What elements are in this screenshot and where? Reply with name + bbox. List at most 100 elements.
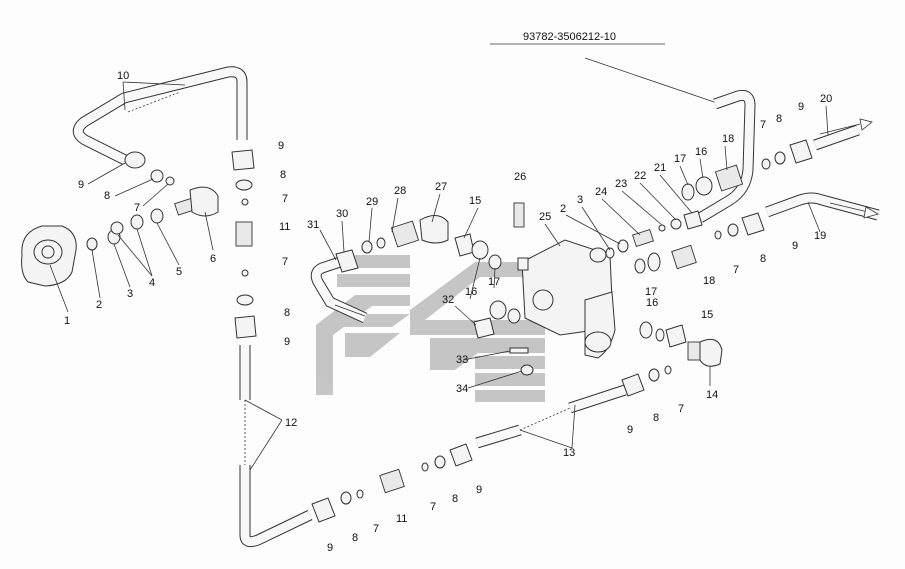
- part-8-sleeve-b2: [434, 455, 446, 469]
- callout-8-b2: 8: [452, 493, 458, 505]
- part-11-union-bottom: [379, 468, 405, 494]
- callout-9-b3: 9: [627, 424, 633, 436]
- title-leader-line: [584, 57, 721, 105]
- pipe-10: [72, 66, 248, 165]
- part-5-washer: [150, 208, 164, 224]
- callout-25: 25: [539, 211, 551, 223]
- part-16-seal-mid: [647, 252, 661, 272]
- callout-23: 23: [615, 178, 627, 190]
- callout-7-left: 7: [134, 202, 140, 214]
- callout-33: 33: [456, 354, 468, 366]
- callout-8-right: 8: [760, 253, 766, 265]
- part-7-ring-bottom: [356, 489, 364, 499]
- callout-11-col: 11: [279, 221, 290, 233]
- callout-9-left: 9: [78, 179, 84, 191]
- part-16-seal-low: [639, 321, 653, 339]
- part-7-ring-mid: [241, 269, 249, 277]
- part-27-thread: [390, 220, 420, 248]
- callout-19: 19: [814, 230, 826, 242]
- part-8-sleeve-left: [150, 169, 164, 183]
- part-26-bolt: [513, 202, 525, 228]
- callout-11-bottom: 11: [396, 513, 407, 525]
- callout-9-b2: 9: [476, 484, 482, 496]
- callout-28: 28: [394, 185, 406, 197]
- callout-7-col-mid: 7: [282, 256, 288, 268]
- part-21-nut: [683, 210, 703, 230]
- center-left-fittings: [335, 215, 534, 376]
- callout-7-col-top: 7: [282, 193, 288, 205]
- part-18-fitting-top: [714, 164, 744, 192]
- callout-17-low: 17: [645, 286, 657, 298]
- pipe-31: [310, 256, 368, 324]
- part-2-washer-right: [617, 239, 629, 253]
- callout-32: 32: [442, 294, 454, 306]
- part-34-nut: [520, 364, 534, 376]
- dashed-connections: [127, 91, 571, 465]
- part-4-nut-a: [110, 221, 124, 235]
- part-8-sleeve-r: [727, 223, 739, 237]
- callout-1: 1: [64, 315, 70, 327]
- part-9-nut-left: [124, 151, 146, 169]
- callout-9-right: 9: [792, 240, 798, 252]
- part-23-ring: [658, 224, 666, 232]
- callout-labels: 1 2 3 4 5 6 7 7 7 7 7 7 7 7 8 8 8 8 8 8 …: [64, 70, 832, 554]
- pipe-13: [475, 384, 627, 449]
- part-27-elbow: [419, 215, 449, 244]
- callout-24: 24: [595, 186, 607, 198]
- callout-16-top: 16: [695, 146, 707, 158]
- part-17-seal-mid: [634, 258, 646, 274]
- callout-8-left: 8: [104, 190, 110, 202]
- part-22-sleeve: [670, 218, 682, 230]
- part-15-plug-low: [665, 324, 687, 348]
- callout-7-right: 7: [733, 264, 739, 276]
- pipe-20: [813, 124, 860, 151]
- callout-7-b2: 7: [430, 501, 436, 513]
- part-16-seal-a: [471, 240, 489, 260]
- part-11-union-top: [235, 221, 253, 247]
- part-8-sleeve-mid: [236, 294, 254, 306]
- part-9-nut-top: [231, 149, 255, 171]
- callout-29: 29: [366, 196, 378, 208]
- part-17-seal-top: [681, 183, 695, 201]
- part-7-ring-tr: [761, 158, 771, 170]
- callout-31: 31: [307, 219, 319, 231]
- bottom-row-parts: [311, 365, 672, 523]
- callout-leaders-right: [341, 105, 829, 389]
- part-7-ring-b2: [421, 462, 429, 472]
- callout-3-right: 3: [577, 194, 583, 206]
- part-16-seal-top: [695, 176, 713, 196]
- part-8-sleeve-top: [235, 179, 253, 191]
- pipe-19: [765, 192, 880, 221]
- callout-7-b3: 7: [678, 403, 684, 415]
- callout-17-top: 17: [674, 153, 686, 165]
- pipe-12: [239, 345, 313, 548]
- pipe-upper-right: [697, 89, 756, 223]
- callout-7-top-right: 7: [760, 119, 766, 131]
- callout-18-top: 18: [722, 133, 734, 145]
- callout-2-right: 2: [560, 203, 566, 215]
- part-3-washer-right: [605, 247, 615, 259]
- part-9-nut-bottom: [311, 497, 336, 523]
- part-7-ring-top: [241, 198, 249, 206]
- callout-16-left: 16: [465, 286, 477, 298]
- callout-22: 22: [634, 170, 646, 182]
- part-9-nut-b3: [621, 373, 645, 397]
- center-right-fittings: [605, 139, 813, 367]
- callout-12: 12: [285, 417, 297, 429]
- part-7-ring-b3: [664, 365, 672, 375]
- callout-8-col-mid: 8: [284, 307, 290, 319]
- callout-9-col-mid: 9: [284, 336, 290, 348]
- callout-18-mid: 18: [703, 275, 715, 287]
- callout-14: 14: [706, 389, 718, 401]
- part-29-sleeve: [361, 240, 373, 254]
- part-8-sleeve-b3: [648, 368, 660, 382]
- callout-8-bottom: 8: [352, 532, 358, 544]
- part-8-sleeve-tr: [774, 151, 786, 165]
- callout-2: 2: [96, 299, 102, 311]
- part-30-nut: [335, 249, 359, 273]
- callout-5: 5: [176, 266, 182, 278]
- callout-8-col-top: 8: [280, 169, 286, 181]
- part-14-elbow: [699, 338, 723, 367]
